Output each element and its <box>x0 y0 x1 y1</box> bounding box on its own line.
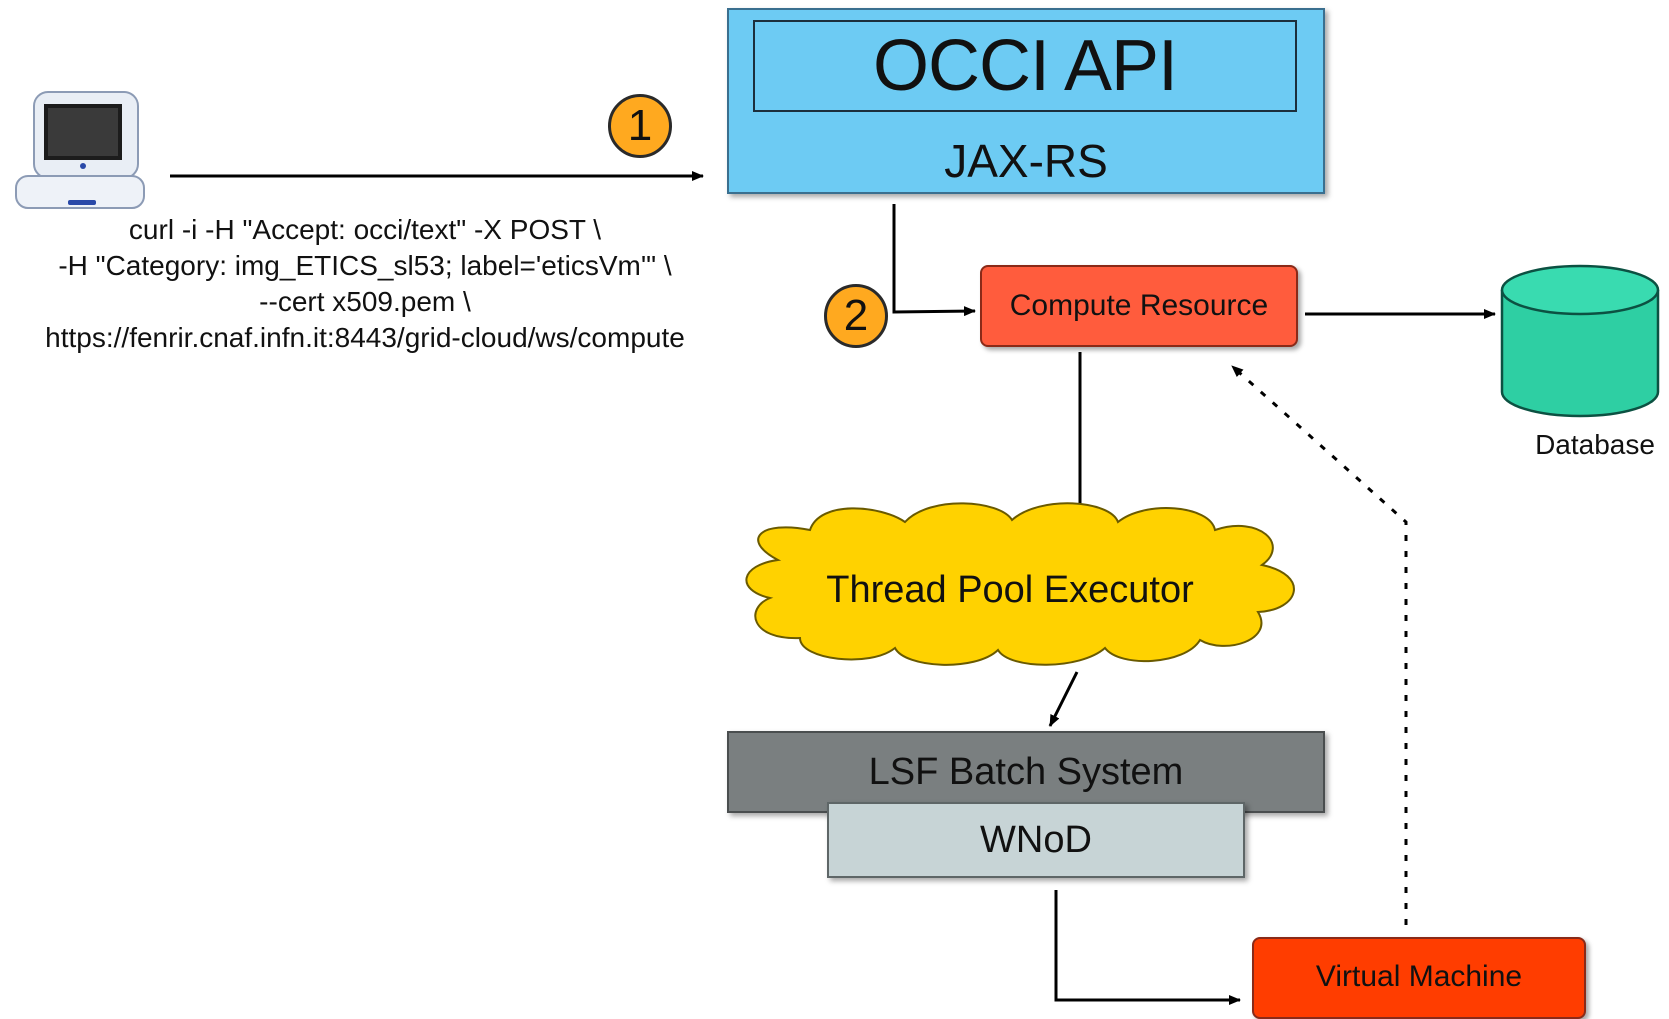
step-1-badge: 1 <box>608 94 672 158</box>
lsf-batch-system-box: LSF Batch System <box>727 731 1325 813</box>
wnod-to-vm-arrow <box>1054 890 1241 1005</box>
curl-line-2: -H "Category: img_ETICS_sl53; label='eti… <box>58 250 672 281</box>
step-2-badge: 2 <box>824 284 888 348</box>
thread-pool-label: Thread Pool Executor <box>826 568 1194 611</box>
jax-rs-label: JAX-RS <box>944 135 1108 187</box>
database-cylinder <box>1500 264 1660 418</box>
occi-api-box <box>727 8 1325 194</box>
curl-command: curl -i -H "Accept: occi/text" -X POST \… <box>0 212 730 362</box>
curl-line-3: --cert x509.pem \ <box>259 286 471 317</box>
occi-to-compute-arrow <box>892 204 976 317</box>
occi-api-title: OCCI API <box>753 20 1297 112</box>
threadpool-to-lsf-arrow <box>1048 671 1079 727</box>
database-label: Database <box>1535 429 1655 460</box>
vm-to-compute-dashed-arrow <box>1230 364 1408 925</box>
thread-pool-cloud <box>745 502 1295 666</box>
curl-line-1: curl -i -H "Accept: occi/text" -X POST \ <box>128 214 602 245</box>
wnod-box: WNoD <box>827 802 1245 878</box>
curl-line-4: https://fenrir.cnaf.infn.it:8443/grid-cl… <box>45 322 685 353</box>
laptop-icon <box>15 91 145 209</box>
virtual-machine-box: Virtual Machine <box>1252 937 1586 1019</box>
compute-resource-box: Compute Resource <box>980 265 1298 347</box>
